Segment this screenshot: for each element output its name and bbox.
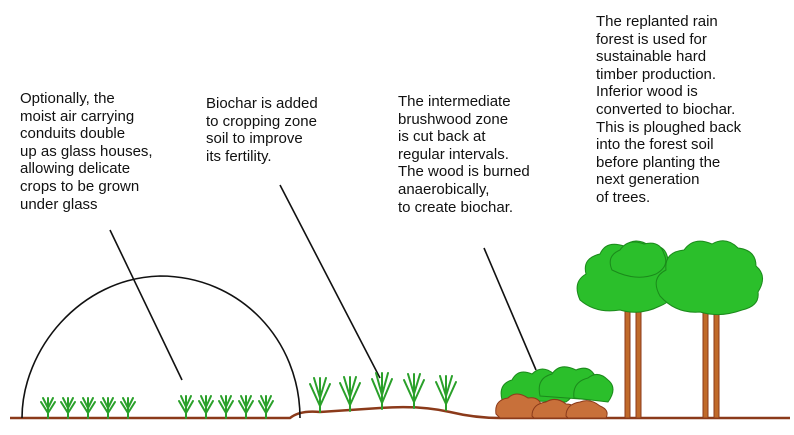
note-glasshouse: Optionally, the moist air carrying condu… — [20, 90, 153, 213]
pointer-line-brushwood — [483, 247, 537, 371]
note-biochar-soil: Biochar is added to cropping zone soil t… — [206, 95, 318, 165]
note-brushwood-zone: The intermediate brushwood zone is cut b… — [398, 93, 530, 216]
crops-cropping-zone — [309, 372, 457, 413]
pointer-line-biochar-soil — [279, 184, 381, 379]
biochar-pile — [495, 393, 608, 419]
crops-under-glass-left — [40, 397, 136, 419]
note-rainforest: The replanted rain forest is used for su… — [596, 13, 742, 206]
pointer-line-glasshouse — [109, 229, 183, 381]
tree-trunks — [624, 299, 720, 419]
tree-canopies — [576, 240, 763, 316]
crops-under-glass-right — [178, 395, 274, 419]
glasshouse-dome — [21, 275, 301, 419]
